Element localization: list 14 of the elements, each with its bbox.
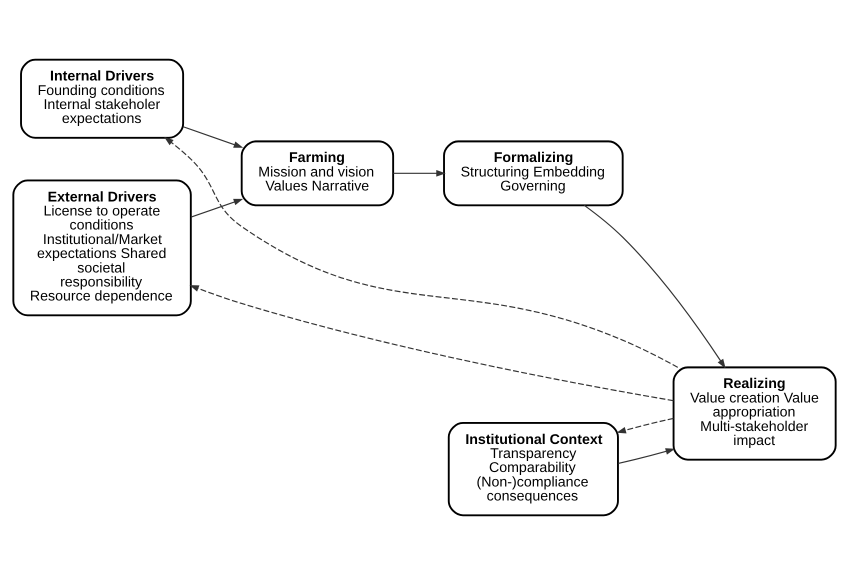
node-box: Farming Mission and vision Values Narrative	[240, 140, 394, 206]
arrow	[393, 170, 446, 176]
arrow	[190, 198, 244, 218]
node-box: Institutional Context Transparency Comparability (Non-)compliance consequences	[448, 422, 619, 516]
node-box: Realizing Value creation Value appropriation Multi-stakeholder impact	[672, 366, 837, 460]
arrow	[189, 284, 674, 401]
arrow	[182, 126, 244, 148]
arrow	[164, 136, 678, 368]
arrow	[618, 448, 676, 464]
arrow	[584, 204, 726, 368]
node-box: External Drivers License to operate conditions Institutional/Market expectations Shared societal responsibility Resource dependence	[12, 178, 192, 316]
node-box: Formalizing Structuring Embedding Governing	[443, 140, 624, 206]
node-box: Internal Drivers Founding conditions Internal stakeholer expectations	[20, 58, 184, 138]
arrow	[616, 417, 674, 433]
